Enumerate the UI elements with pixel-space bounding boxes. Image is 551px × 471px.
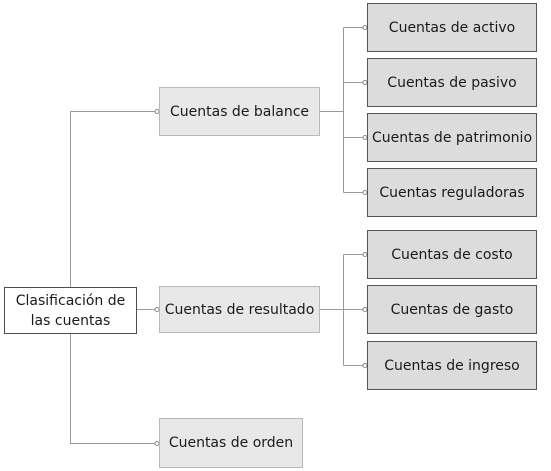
node-cuentas-de-balance[interactable]: Cuentas de balance: [159, 87, 320, 136]
node-cuentas-de-patrimonio[interactable]: Cuentas de patrimonio: [367, 113, 537, 162]
node-cuentas-de-activo[interactable]: Cuentas de activo: [367, 3, 537, 52]
root-node[interactable]: Clasificación de las cuentas: [4, 287, 137, 334]
node-label: Cuentas de costo: [391, 246, 513, 263]
balance-connector: [320, 27, 365, 193]
node-label: Cuentas de orden: [168, 435, 294, 451]
node-label: Cuentas de patrimonio: [371, 129, 533, 146]
node-label: Cuentas de activo: [388, 19, 516, 36]
node-cuentas-de-costo[interactable]: Cuentas de costo: [367, 230, 537, 279]
node-cuentas-de-ingreso[interactable]: Cuentas de ingreso: [367, 341, 537, 390]
node-cuentas-de-orden[interactable]: Cuentas de orden: [159, 418, 303, 468]
node-label: Cuentas de gasto: [390, 301, 514, 318]
root-label-line2: las cuentas: [30, 312, 111, 329]
node-cuentas-reguladoras[interactable]: Cuentas reguladoras: [367, 168, 537, 217]
node-label: Cuentas de balance: [169, 103, 309, 120]
resultado-connector: [320, 254, 365, 366]
node-cuentas-de-pasivo[interactable]: Cuentas de pasivo: [367, 58, 537, 107]
node-cuentas-de-gasto[interactable]: Cuentas de gasto: [367, 285, 537, 334]
node-cuentas-de-resultado[interactable]: Cuentas de resultado: [159, 286, 320, 333]
node-label: Cuentas de resultado: [164, 301, 315, 318]
node-label: Cuentas de pasivo: [387, 74, 517, 91]
root-connector: [70, 111, 157, 444]
node-label: Cuentas reguladoras: [379, 184, 525, 201]
node-label: Cuentas de ingreso: [384, 357, 520, 374]
root-label-line1: Clasificación de: [15, 292, 126, 309]
